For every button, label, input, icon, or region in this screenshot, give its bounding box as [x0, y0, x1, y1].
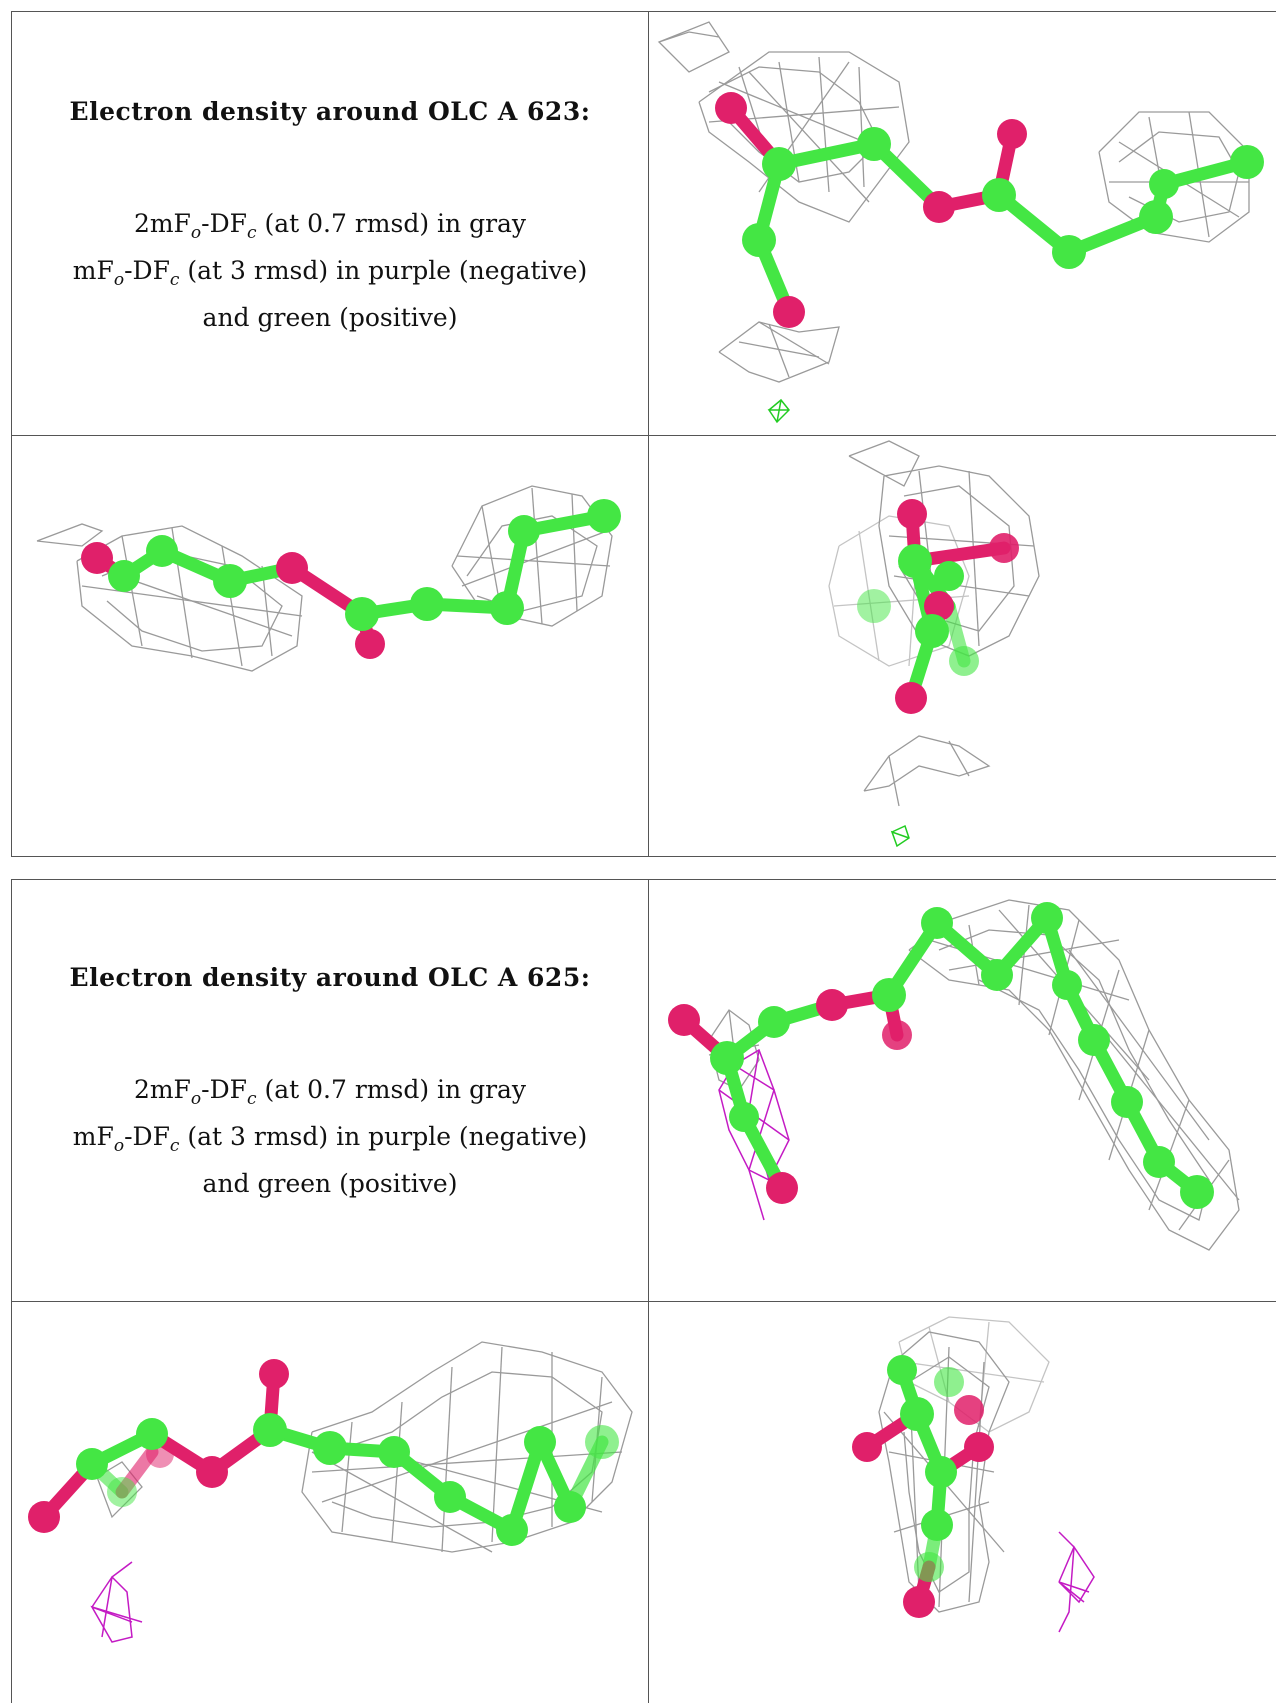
density-view-4: [649, 880, 1276, 1301]
atoms: [668, 902, 1214, 1209]
molecule-render: [828, 440, 1040, 848]
atoms: [81, 499, 621, 659]
legend-line-2fofc: 2mFo-DFc (at 0.7 rmsd) in gray: [133, 209, 527, 243]
density-mesh-positive: [890, 824, 910, 848]
density-mesh-negative: [90, 1561, 143, 1643]
density-mesh-2fofc: [657, 21, 1250, 383]
molecule-render: [28, 1341, 633, 1643]
legend-cell: Electron density around OLC A 623: 2mFo-…: [12, 12, 648, 435]
legend-line-colors: and green (positive): [202, 303, 458, 332]
legend-line-colors: and green (positive): [202, 1169, 458, 1198]
panel-divider-vertical: [648, 880, 649, 1703]
atoms: [715, 92, 1264, 328]
density-view-3: [649, 436, 1276, 858]
legend-line-2fofc: 2mFo-DFc (at 0.7 rmsd) in gray: [133, 1075, 527, 1109]
molecule-render: [852, 1316, 1095, 1633]
density-mesh-positive: [767, 398, 791, 424]
legend-cell: Electron density around OLC A 625: 2mFo-…: [12, 880, 648, 1301]
density-mesh-negative: [1058, 1531, 1095, 1633]
molecule-render: [657, 21, 1264, 424]
atoms: [857, 499, 1019, 714]
density-view-5: [12, 1302, 648, 1704]
molecule-render: [36, 485, 621, 672]
density-panel-olc-623: Electron density around OLC A 623: 2mFo-…: [11, 11, 1276, 857]
density-view-6: [649, 1302, 1276, 1704]
density-panel-olc-625: Electron density around OLC A 625: 2mFo-…: [11, 879, 1276, 1703]
atoms: [28, 1359, 619, 1546]
density-mesh-2fofc-far: [828, 515, 970, 667]
panel-title: Electron density around OLC A 623:: [69, 97, 591, 126]
panel-title: Electron density around OLC A 625:: [69, 963, 591, 992]
legend-text: 2mFo-DFc (at 0.7 rmsd) in gray mFo-DFc (…: [12, 205, 648, 337]
molecule-render: [668, 899, 1240, 1251]
panel-divider-horizontal: [12, 435, 1276, 436]
density-view-1: [649, 12, 1276, 435]
panel-divider-vertical: [648, 12, 649, 856]
legend-line-fofc: mFo-DFc (at 3 rmsd) in purple (negative): [72, 1122, 588, 1156]
atoms: [852, 1355, 994, 1618]
legend-text: 2mFo-DFc (at 0.7 rmsd) in gray mFo-DFc (…: [12, 1071, 648, 1203]
panel-divider-horizontal: [12, 1301, 1276, 1302]
density-view-2: [12, 436, 648, 858]
legend-line-fofc: mFo-DFc (at 3 rmsd) in purple (negative): [72, 256, 588, 290]
